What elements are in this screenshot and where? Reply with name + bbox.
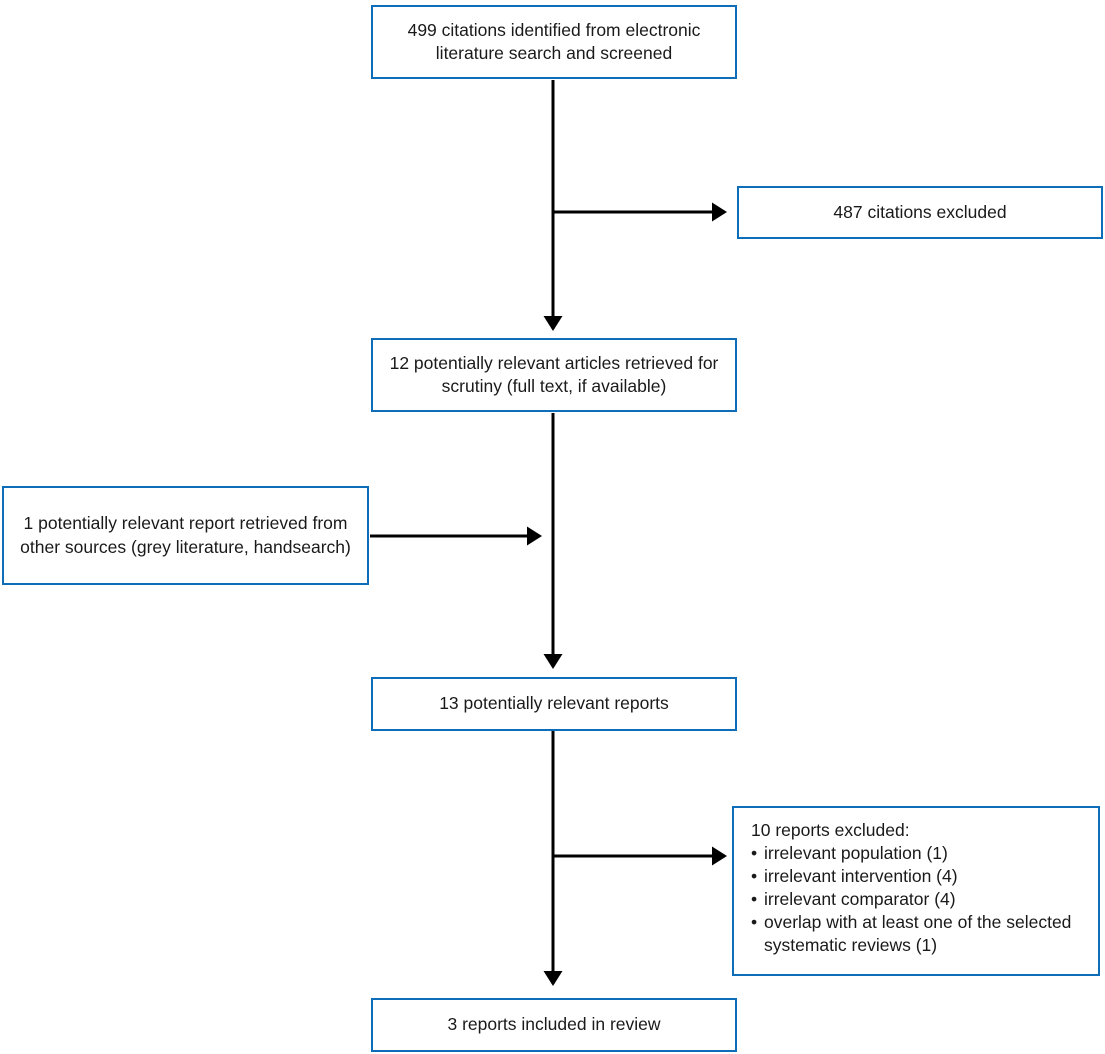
list-item-text: irrelevant comparator (4) (764, 889, 956, 910)
box-reports-excluded: 10 reports excluded: • irrelevant popula… (732, 806, 1100, 976)
bullet-glyph: • (751, 912, 758, 933)
list-item: • irrelevant comparator (4) (751, 888, 1086, 911)
list-item-text: overlap with at least one of the selecte… (764, 912, 1072, 956)
box-citations-identified: 499 citations identified from electronic… (371, 5, 737, 79)
box-potentially-relevant-reports: 13 potentially relevant reports (371, 677, 737, 731)
box-reports-included-text: 3 reports included in review (447, 1014, 661, 1035)
list-item: • overlap with at least one of the selec… (751, 911, 1086, 957)
box-articles-retrieved-text: 12 potentially relevant articles retriev… (389, 352, 719, 396)
box-other-sources: 1 potentially relevant report retrieved … (2, 486, 369, 585)
box-citations-excluded-text: 487 citations excluded (833, 201, 1007, 222)
bullet-glyph: • (751, 866, 758, 887)
box-potentially-relevant-reports-text: 13 potentially relevant reports (439, 693, 669, 714)
list-item-text: irrelevant population (1) (764, 843, 948, 864)
bullet-glyph: • (751, 843, 758, 864)
box-citations-excluded: 487 citations excluded (737, 186, 1103, 239)
list-item: • irrelevant intervention (4) (751, 865, 1086, 888)
box-other-sources-text: 1 potentially relevant report retrieved … (20, 513, 351, 557)
list-item-text: irrelevant intervention (4) (764, 866, 958, 887)
list-item: • irrelevant population (1) (751, 842, 1086, 865)
reports-excluded-title: 10 reports excluded: (751, 820, 910, 840)
box-articles-retrieved: 12 potentially relevant articles retriev… (371, 338, 737, 412)
box-citations-identified-text: 499 citations identified from electronic… (407, 19, 701, 63)
box-reports-included: 3 reports included in review (371, 998, 737, 1052)
bullet-glyph: • (751, 889, 758, 910)
reports-excluded-list: • irrelevant population (1) • irrelevant… (751, 842, 1086, 957)
